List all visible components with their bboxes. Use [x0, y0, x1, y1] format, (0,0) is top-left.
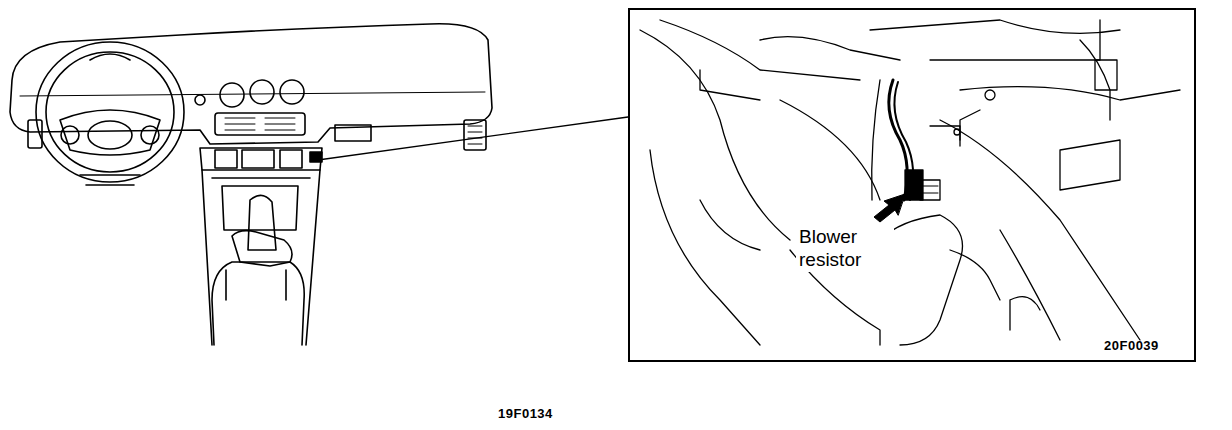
part-name: Blower resistor	[796, 224, 894, 272]
pointer-arrow	[874, 194, 905, 222]
steering-wheel	[36, 42, 184, 182]
inset-frame: Blower resistor 20F0039	[628, 8, 1196, 362]
leader-line	[318, 117, 628, 160]
figure-code: 19F0134	[498, 406, 553, 421]
figure-code: 20F0039	[1104, 338, 1159, 353]
dashboard-outline	[10, 24, 492, 144]
inset-illustration	[640, 20, 1180, 345]
